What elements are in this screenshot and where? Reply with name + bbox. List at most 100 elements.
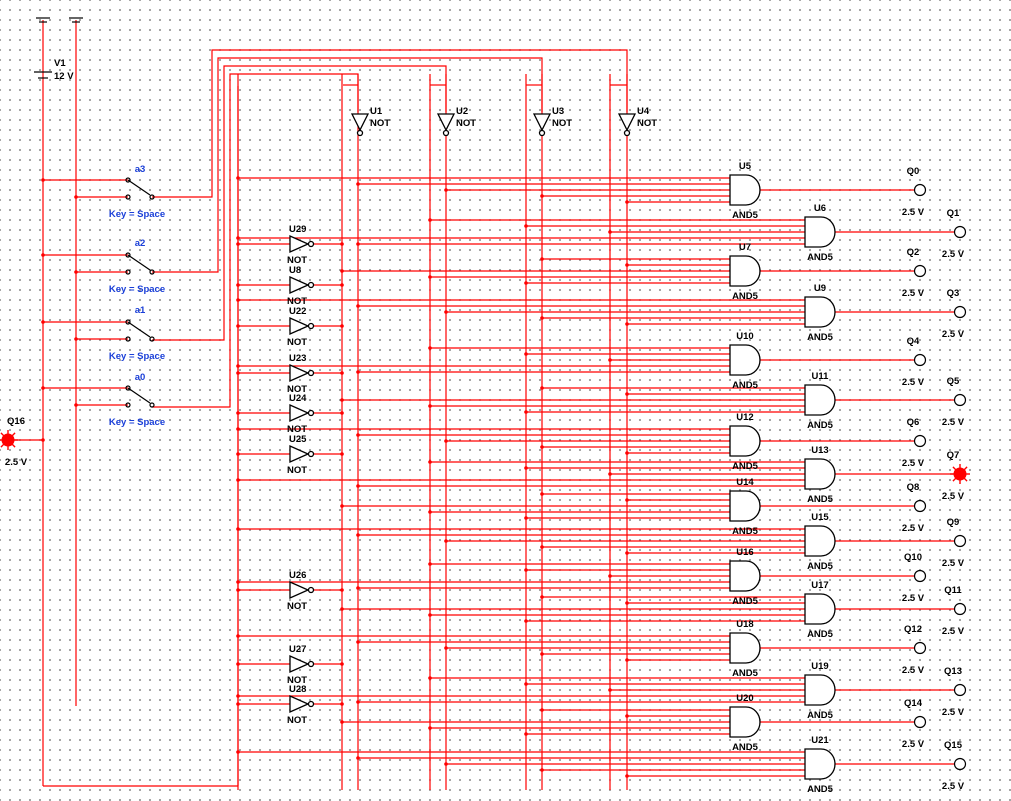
- junction-dot: [236, 750, 240, 754]
- probe-ref: Q10: [904, 552, 922, 563]
- gate-ref: U21: [811, 735, 829, 746]
- gate-ref: U24: [289, 393, 307, 404]
- gate-type: AND5: [732, 742, 759, 753]
- gate-type: NOT: [287, 675, 307, 686]
- probe-voltage: 2.5 V: [902, 523, 925, 534]
- gate-ref: U7: [739, 242, 751, 253]
- junction-dot: [428, 346, 432, 350]
- probe-voltage: 2.5 V: [942, 626, 965, 637]
- gate-type: NOT: [287, 715, 307, 726]
- junction-dot: [340, 607, 344, 611]
- probe-ref: Q9: [947, 517, 960, 528]
- switch-name: a2: [135, 238, 146, 249]
- junction-dot: [524, 568, 528, 572]
- wires-layer: [10, 20, 954, 790]
- junction-dot: [625, 322, 629, 326]
- wire: [152, 57, 543, 273]
- switch-contact: [125, 385, 131, 391]
- gate-ref: U23: [289, 353, 306, 364]
- inversion-bubble: [307, 700, 315, 708]
- probe-lamp-icon: [913, 499, 927, 513]
- probe-ref: Q15: [944, 740, 963, 751]
- switch-lever[interactable]: [127, 254, 151, 271]
- switch-contact: [149, 336, 155, 342]
- probe-ref: Q12: [904, 624, 922, 635]
- junction-dot: [41, 253, 45, 257]
- junction-dot: [340, 242, 344, 246]
- lamp-ray: [952, 477, 957, 482]
- junction-dot: [524, 682, 528, 686]
- junction-dot: [340, 452, 344, 456]
- gate-ref: U11: [812, 371, 830, 382]
- switch-lever[interactable]: [127, 387, 151, 404]
- junction-dot: [540, 708, 544, 712]
- probe-ref: Q1: [947, 208, 960, 219]
- switch-lever[interactable]: [127, 179, 151, 196]
- switch-name: a0: [135, 372, 146, 383]
- and-gate-icon: [729, 255, 761, 287]
- junction-dot: [625, 601, 629, 605]
- junction-dot: [236, 283, 240, 287]
- junction-dot: [356, 182, 360, 186]
- probe-q7: Q72.5 V: [942, 450, 970, 502]
- and-gate-icon: [729, 425, 761, 457]
- not-gate-icon: [289, 580, 310, 600]
- junction-dot: [524, 352, 528, 356]
- probe-ref: Q2: [907, 247, 920, 258]
- junction-dot: [625, 451, 629, 455]
- switch-contact: [125, 252, 131, 258]
- junction-dot: [625, 263, 629, 267]
- switch-contact: [125, 319, 131, 325]
- probe-voltage: 2.5 V: [942, 329, 965, 340]
- not-gate-icon: [289, 316, 310, 336]
- switch-lever[interactable]: [127, 321, 151, 338]
- junction-dot: [608, 472, 612, 476]
- junction-dot: [524, 281, 528, 285]
- gate-ref: U27: [289, 644, 306, 655]
- probe-lamp-icon: [953, 467, 967, 481]
- junction-dot: [356, 586, 360, 590]
- junction-dot: [444, 762, 448, 766]
- junction-dot: [236, 580, 240, 584]
- and-gate-icon: [804, 748, 836, 780]
- gate-type: NOT: [287, 465, 307, 476]
- gate-type: NOT: [552, 118, 572, 129]
- junction-dot: [340, 504, 344, 508]
- gate-ref: U18: [736, 619, 753, 630]
- junction-dot: [444, 439, 448, 443]
- junction-dot: [74, 337, 78, 341]
- gate-ref: U9: [814, 283, 826, 294]
- not-gate-icon: [289, 444, 310, 464]
- junction-dot: [356, 370, 360, 374]
- junction-dot: [625, 658, 629, 662]
- gate-type: NOT: [370, 118, 390, 129]
- gate-ref: U25: [289, 434, 307, 445]
- gate-ref: U26: [289, 570, 306, 581]
- lamp-ray: [963, 477, 968, 482]
- gate-type: AND5: [732, 596, 759, 607]
- wire: [152, 49, 628, 198]
- gate-type: NOT: [456, 118, 476, 129]
- junction-dot: [340, 324, 344, 328]
- junction-dot: [540, 445, 544, 449]
- junction-dot: [428, 676, 432, 680]
- gate-type: NOT: [287, 296, 307, 307]
- switch-key-label: Key = Space: [109, 284, 165, 295]
- junction-dot: [340, 662, 344, 666]
- gate-type: AND5: [732, 461, 759, 472]
- probe-ref: Q5: [947, 376, 960, 387]
